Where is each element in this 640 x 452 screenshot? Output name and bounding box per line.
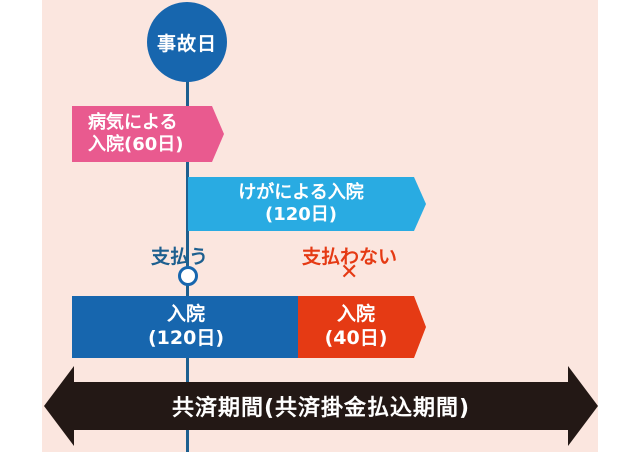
paid-stay-line2: (120日): [147, 327, 225, 349]
injury-stay-line1: けがによる入院: [238, 182, 364, 203]
double-arrow-icon: [44, 366, 598, 446]
illness-stay-tag: 病気による 入院(60日): [72, 106, 224, 162]
unpaid-stay-line1: 入院: [336, 303, 375, 325]
paid-stay-line1: 入院: [166, 303, 205, 325]
injury-stay-tag: けがによる入院 (120日): [188, 177, 426, 231]
cross-mark-icon: ✕: [340, 260, 359, 285]
paid-stay-box: 入院 (120日): [72, 296, 300, 358]
does-not-pay-label: 支払わない: [302, 246, 398, 268]
illness-stay-line1: 病気による: [88, 112, 178, 133]
circle-mark-icon: [178, 266, 198, 286]
unpaid-stay-box: 入院 (40日): [298, 296, 426, 358]
accident-date-circle: 事故日: [147, 2, 227, 82]
accident-date-label: 事故日: [156, 32, 217, 55]
unpaid-stay-line2: (40日): [324, 327, 388, 349]
pays-label: 支払う: [151, 246, 209, 268]
injury-stay-line2: (120日): [264, 204, 338, 225]
illness-stay-line2: 入院(60日): [88, 134, 184, 155]
coverage-period-arrow: [44, 366, 598, 446]
coverage-period-label: 共済期間(共済掛金払込期間): [171, 396, 471, 421]
